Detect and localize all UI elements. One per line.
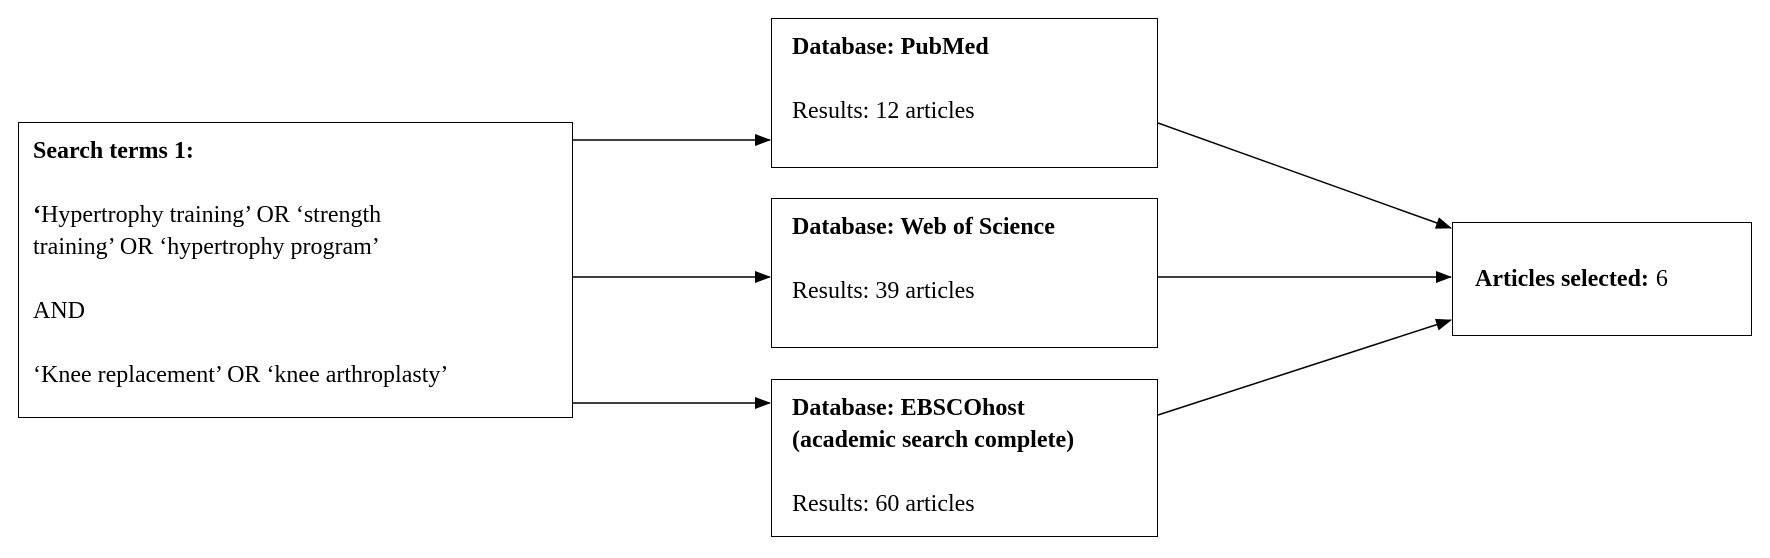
database-webofscience-title: Database: Web of Science [792, 214, 1055, 240]
database-webofscience-results: Results: 39 articles [792, 278, 975, 304]
articles-selected-value: 6 [1655, 266, 1668, 292]
boolean-operator: AND [33, 298, 85, 324]
search-terms-box: Search terms 1: ‘Hypertrophy training’ O… [18, 122, 573, 418]
search-terms-title: Search terms 1: [33, 138, 194, 164]
arrow-ebscohost-to-selected [1157, 318, 1452, 416]
database-ebscohost-title-line-1: Database: EBSCOhost [792, 395, 1025, 421]
arrow-pubmed-to-selected [1157, 122, 1452, 229]
database-box-ebscohost: Database: EBSCOhost (academic search com… [771, 379, 1158, 537]
database-box-webofscience: Database: Web of Science Results: 39 art… [771, 198, 1158, 348]
database-pubmed-results: Results: 12 articles [792, 98, 975, 124]
search-terms-line-2: training’ OR ‘hypertrophy program’ [33, 234, 380, 260]
search-terms-bold-quote: ‘ [33, 202, 41, 228]
database-ebscohost-results: Results: 60 articles [792, 491, 975, 517]
search-terms-group-2: ‘Knee replacement’ OR ‘knee arthroplasty… [33, 362, 449, 388]
database-ebscohost-title: Database: EBSCOhost (academic search com… [792, 392, 1137, 456]
search-terms-line-1: Hypertrophy training’ OR ‘strength [41, 202, 382, 228]
database-pubmed-title: Database: PubMed [792, 34, 989, 60]
search-terms-group-1: ‘Hypertrophy training’ OR ‘strength trai… [33, 199, 558, 263]
articles-selected-text: Articles selected:6 [1475, 263, 1668, 295]
articles-selected-label: Articles selected: [1475, 266, 1649, 292]
database-box-pubmed: Database: PubMed Results: 12 articles [771, 18, 1158, 168]
database-ebscohost-title-line-2: (academic search complete) [792, 427, 1075, 453]
articles-selected-box: Articles selected:6 [1452, 222, 1752, 336]
